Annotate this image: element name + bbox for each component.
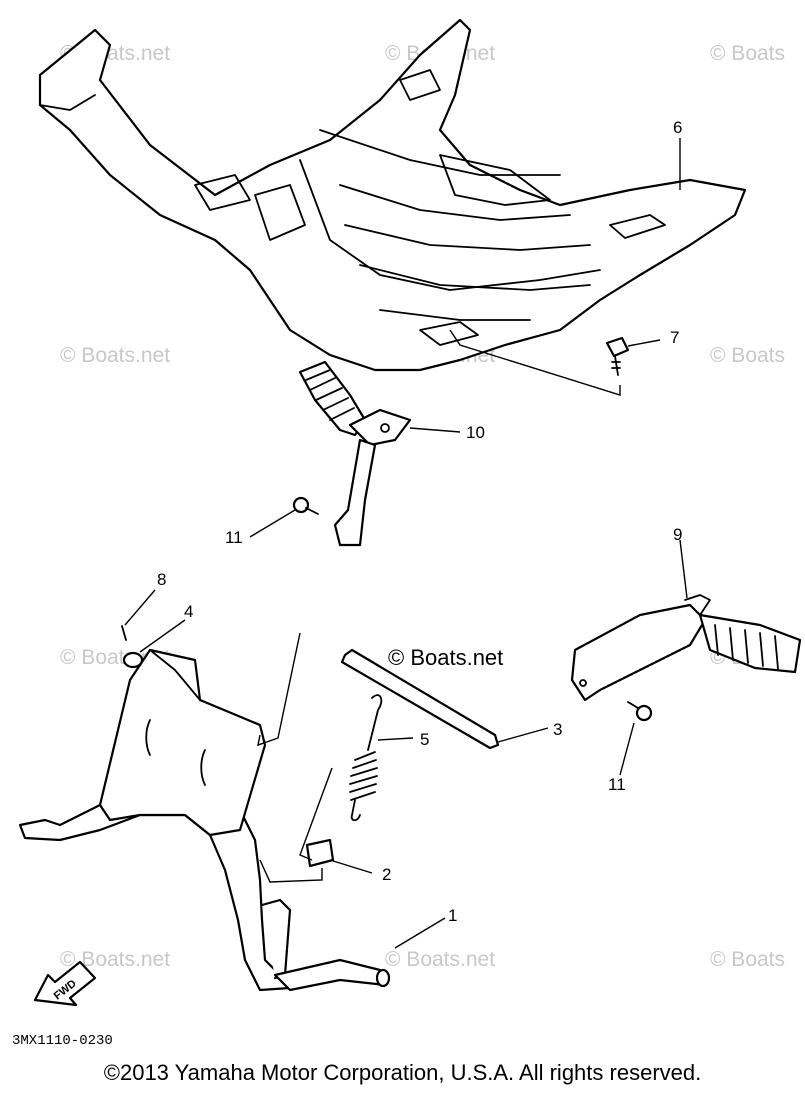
leader-lines xyxy=(124,138,688,949)
callout-11: 11 xyxy=(225,528,243,547)
callout-10: 10 xyxy=(466,423,485,442)
watermark: © Boats.net xyxy=(60,344,170,367)
main-stand-part xyxy=(18,648,391,992)
watermark: © Boats.net xyxy=(60,948,170,971)
footrest-board-part xyxy=(38,18,747,372)
callout-3: 3 xyxy=(553,720,562,739)
callout-4: 4 xyxy=(184,602,193,621)
callout-7: 7 xyxy=(670,328,679,347)
diagram-code: 3MX1110-0230 xyxy=(12,1033,113,1049)
collar-part xyxy=(305,838,335,868)
callout-11: 11 xyxy=(608,775,626,794)
callout-2: 2 xyxy=(382,865,391,884)
spring-part xyxy=(349,694,383,822)
copyright-notice: ©2013 Yamaha Motor Corporation, U.S.A. A… xyxy=(103,1060,702,1085)
left-footrest-part xyxy=(298,360,412,547)
shaft-part xyxy=(340,648,500,750)
watermark: © Boats.net xyxy=(385,948,495,971)
callout-labels: 6 7 10 11 9 8 4 3 5 11 2 1 xyxy=(157,118,682,925)
watermark: © Boats xyxy=(710,948,785,971)
callout-1: 1 xyxy=(448,906,457,925)
callout-9: 9 xyxy=(673,525,682,544)
callout-6: 6 xyxy=(673,118,682,137)
washer-part xyxy=(122,651,144,669)
bolt-part xyxy=(605,336,630,376)
callout-8: 8 xyxy=(157,570,166,589)
bolt-part xyxy=(292,496,319,515)
bolt-part xyxy=(627,701,653,722)
callout-5: 5 xyxy=(420,730,429,749)
right-footrest-part xyxy=(570,594,802,702)
watermark: © Boats xyxy=(710,42,785,65)
watermark: © Boats xyxy=(710,344,785,367)
pin-part xyxy=(121,625,127,641)
center-watermark: © Boats.net xyxy=(388,645,503,670)
